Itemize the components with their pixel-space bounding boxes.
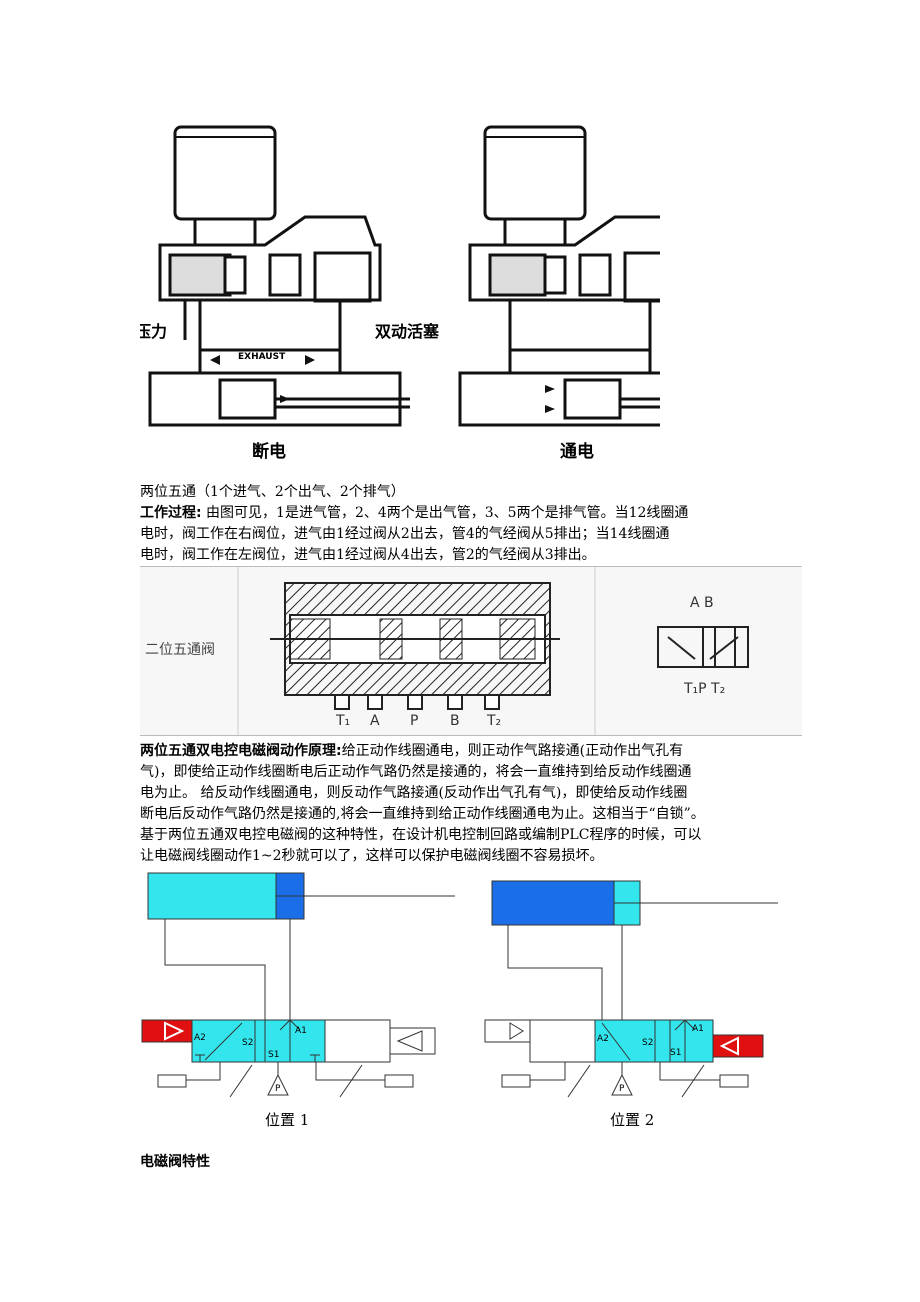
- principle-line6: 让电磁阀线圈动作1~2秒就可以了，这样可以保护电磁阀线圈不容易损坏。: [140, 848, 604, 864]
- p1-port-a1: A1: [295, 1026, 307, 1036]
- work-process-paragraph: 工作过程: 由图可见，1是进气管，2、4两个是出气管，3、5两个是排气管。当12…: [140, 503, 780, 566]
- position-2-caption: 位置 2: [610, 1111, 654, 1129]
- exhaust-label: EXHAUST: [238, 352, 286, 362]
- principle-line5: 基于两位五通双电控电磁阀的这种特性，在设计机电控制回路或编制PLC程序的时候，可…: [140, 827, 702, 843]
- piston-label: 双动活塞: [375, 322, 440, 341]
- work-process-heading: 工作过程:: [140, 505, 202, 521]
- port-label-b: B: [450, 713, 460, 729]
- p2-port-s1: S1: [670, 1048, 681, 1058]
- p2-port-p: P: [619, 1084, 625, 1094]
- p2-port-a2: A2: [597, 1034, 609, 1044]
- pressure-label: 压力: [140, 322, 167, 341]
- position-1-diagram: [141, 872, 455, 1098]
- position-2-diagram: [484, 880, 778, 1098]
- symbol-top-label: A B: [690, 595, 714, 611]
- off-caption: 断电: [252, 441, 286, 462]
- p2-port-a1: A1: [692, 1024, 704, 1034]
- p1-port-s2: S2: [242, 1038, 253, 1048]
- p1-port-a2: A2: [194, 1033, 206, 1043]
- p1-port-s1: S1: [268, 1050, 279, 1060]
- work-process-line3: 电时，阀工作在左阀位，进气由1经过阀从4出去，管2的气经阀从3排出。: [140, 547, 596, 563]
- symbol-bottom-label: T₁P T₂: [683, 681, 725, 697]
- on-caption: 通电: [560, 441, 594, 462]
- port-label-p: P: [410, 713, 418, 729]
- principle-line2: 气)，即使给正动作线圈断电后正动作气路仍然是接通的，将会一直维持到给反动作线圈通: [140, 764, 692, 780]
- intro-line: 两位五通（1个进气、2个出气、2个排气）: [140, 484, 405, 500]
- principle-line4: 断电后反动作气路仍然是接通的,将会一直维持到给正动作线圈通电为止。这相当于“自锁…: [140, 806, 705, 822]
- solenoid-cutaway-figure: 压力 EXHAUST 双动活塞 断电 通电: [135, 115, 720, 475]
- p2-port-s2: S2: [642, 1038, 653, 1048]
- valve-on-drawing: [458, 125, 720, 427]
- principle-paragraph: 两位五通双电控电磁阀动作原理:给正动作线圈通电，则正动作气路接通(正动作出气孔有…: [140, 741, 790, 867]
- five-port-valve-figure: 二位五通阀 T₁ A P B T₂ A B: [140, 566, 802, 736]
- valve-off-drawing: [148, 125, 410, 427]
- principle-line1: 给正动作线圈通电，则正动作气路接通(正动作出气孔有: [341, 743, 684, 759]
- principle-line3: 电为止。 给反动作线圈通电，则反动作气路接通(反动作出气孔有气)，即使给反动作线…: [140, 785, 688, 801]
- work-process-line1: 由图可见，1是进气管，2、4两个是出气管，3、5两个是排气管。当12线圈通: [201, 505, 689, 521]
- position-1-caption: 位置 1: [265, 1111, 309, 1129]
- valve-side-label: 二位五通阀: [145, 642, 215, 658]
- port-label-t2: T₂: [486, 713, 501, 729]
- port-label-a: A: [370, 713, 380, 729]
- section-heading: 电磁阀特性: [140, 1154, 210, 1170]
- work-process-line2: 电时，阀工作在右阀位，进气由1经过阀从2出去，管4的气经阀从5排出；当14线圈通: [140, 526, 670, 542]
- port-label-t1: T₁: [335, 713, 350, 729]
- p1-port-p: P: [275, 1084, 281, 1094]
- position-diagrams: A2 S2 S1 A1 P 位置 1: [130, 865, 790, 1140]
- principle-heading: 两位五通双电控电磁阀动作原理:: [140, 743, 342, 759]
